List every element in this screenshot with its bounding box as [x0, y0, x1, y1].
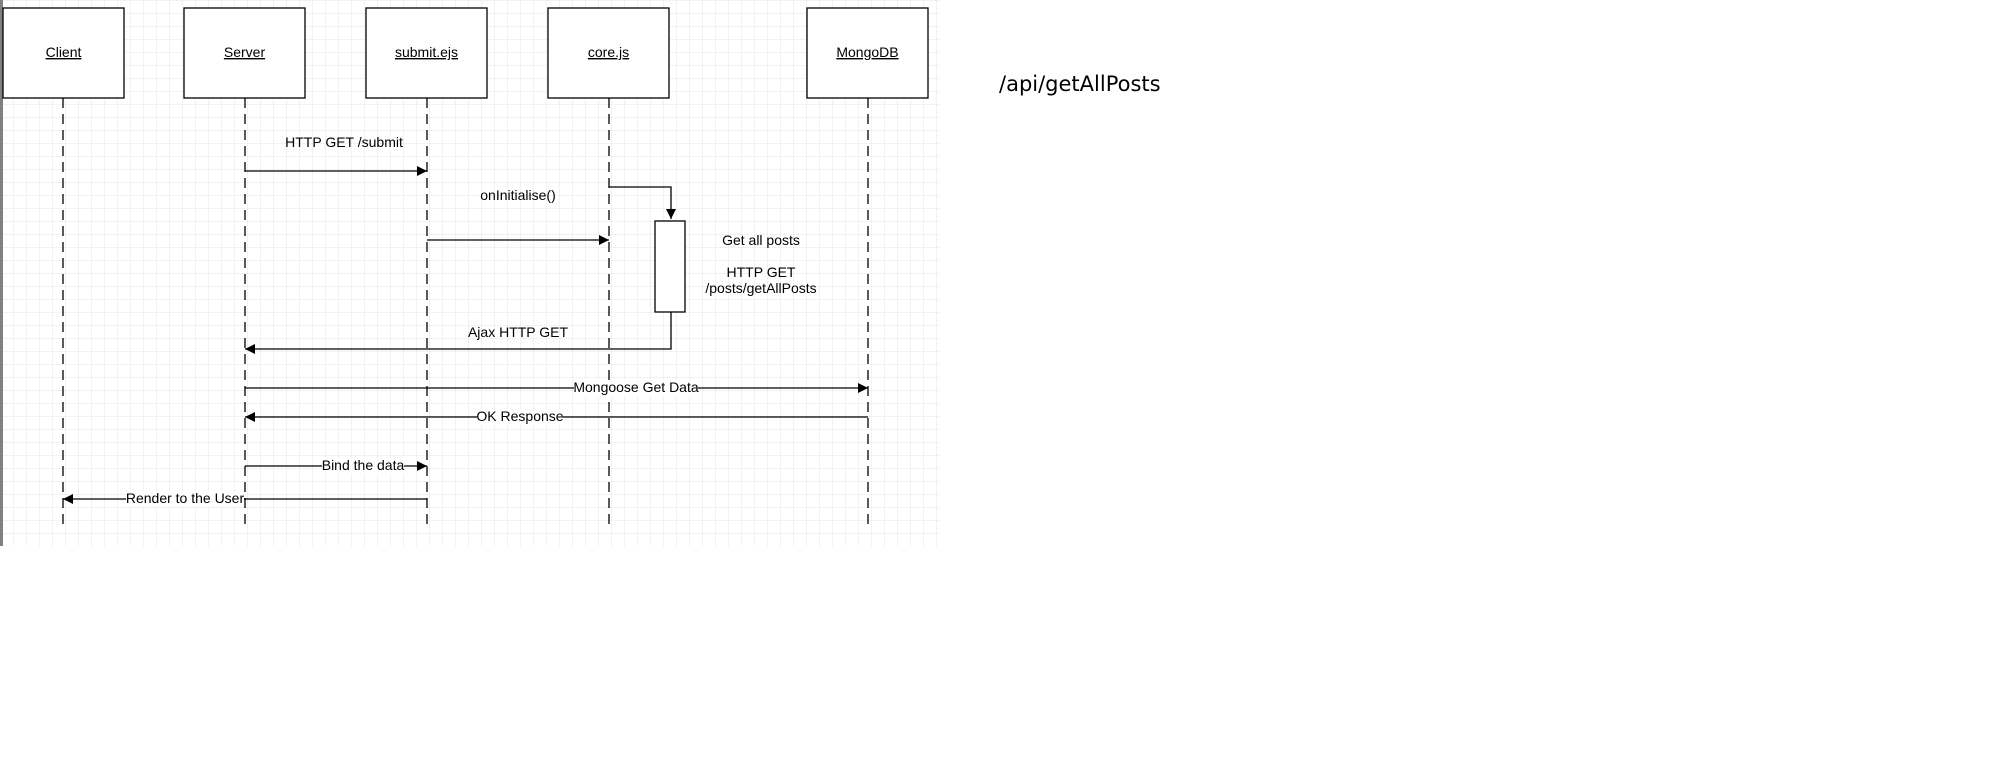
actor-core-js: core.js — [547, 7, 670, 99]
note-http-get: HTTP GET — [727, 264, 796, 280]
message-mongoose-get-data-label: Mongoose Get Data — [573, 379, 699, 395]
message-mongoose-get-data-label-bg — [574, 380, 698, 396]
message-ajax-http-get-label: Ajax HTTP GET — [468, 324, 569, 340]
message-bind-the-data-label: Bind the data — [322, 457, 405, 473]
note-posts-path: /posts/getAllPosts — [705, 280, 816, 296]
message-render-to-user-label: Render to the User — [126, 490, 245, 506]
message-ok-response-label-bg — [477, 409, 563, 425]
message-ok-response-label: OK Response — [476, 408, 563, 424]
actor-server: Server — [183, 7, 306, 99]
actor-mongodb: MongoDB — [806, 7, 929, 99]
actor-mongodb-label: MongoDB — [836, 44, 898, 60]
message-on-initialise-label: onInitialise() — [480, 187, 555, 203]
activation-box-core-js — [654, 220, 686, 313]
message-render-to-user-label-bg — [126, 491, 244, 507]
actor-client-label: Client — [46, 44, 82, 60]
actor-client: Client — [2, 7, 125, 99]
actor-server-label: Server — [224, 44, 266, 60]
self-call-arrow — [609, 186, 676, 219]
actor-core-js-label: core.js — [588, 44, 629, 60]
sequence-diagram: Client Server submit.ejs core.js MongoDB — [0, 0, 940, 546]
actor-submit-ejs: submit.ejs — [365, 7, 488, 99]
message-http-get-submit-label: HTTP GET /submit — [285, 134, 403, 150]
sequence-diagram-canvas: Client Server submit.ejs core.js MongoDB — [0, 0, 940, 546]
actor-submit-ejs-label: submit.ejs — [395, 44, 458, 60]
message-ajax-http-get-arrow — [245, 312, 672, 354]
note-get-all-posts: Get all posts — [722, 232, 800, 248]
message-bind-the-data-label-bg — [322, 458, 404, 474]
api-endpoint-title: /api/getAllPosts — [999, 72, 1161, 96]
